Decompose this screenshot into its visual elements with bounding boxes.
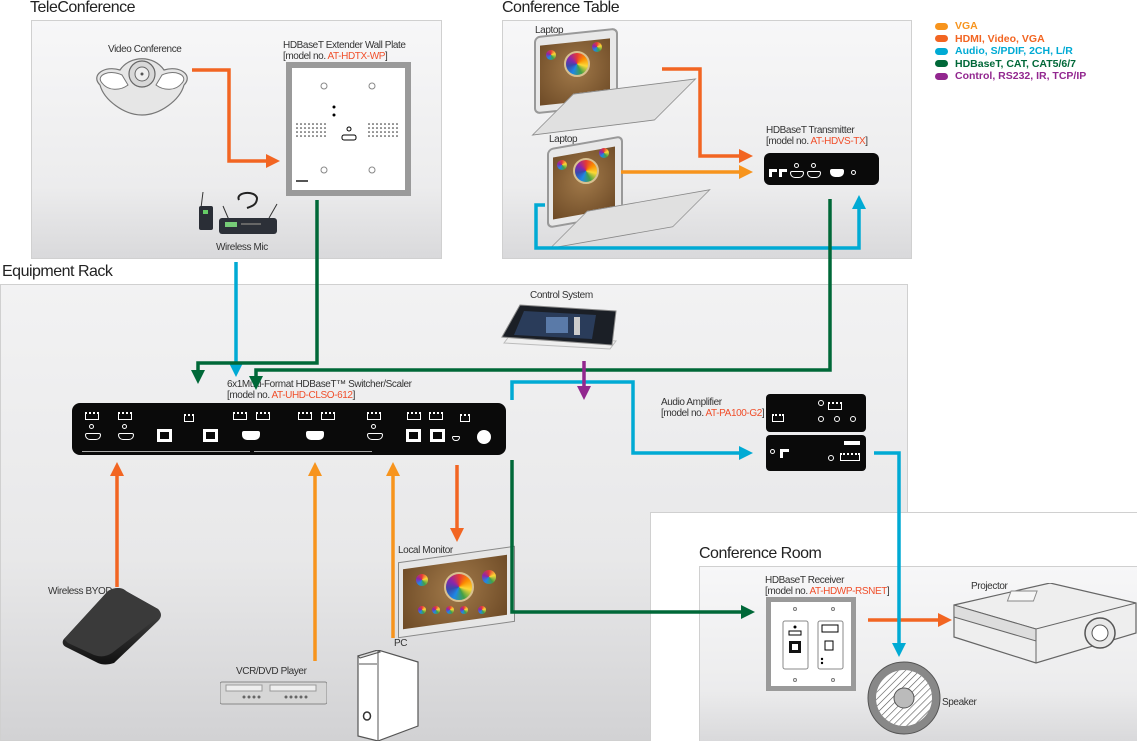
switcher-title: 6x1Multi-Format HDBaseT™ Switcher/Scaler… (227, 379, 412, 401)
control-system-icon (501, 304, 617, 350)
wireless-byod-icon (62, 588, 161, 665)
laptop1-icon (530, 27, 697, 138)
legend: VGA HDMI, Video, VGA Audio, S/PDIF, 2CH,… (935, 20, 1086, 83)
legend-swatch-icon (935, 47, 948, 55)
wire-wallplate-to-switcher (191, 200, 319, 384)
pc-label: PC (394, 638, 408, 649)
conference-room-title: Conference Room (699, 545, 822, 562)
wire-switcher-to-receiver (510, 460, 755, 619)
legend-item-audio: Audio, S/PDIF, 2CH, L/R (935, 45, 1086, 58)
receiver-icon (766, 597, 856, 691)
control-system-label: Control System (530, 290, 593, 301)
vcr-dvd-icon (220, 681, 327, 705)
laptop1-label: Laptop (535, 25, 564, 36)
amplifier-device-top (766, 394, 866, 432)
wire-videoconf-to-wallplate (192, 68, 280, 168)
speaker-icon (867, 661, 941, 735)
vcr-dvd-label: VCR/DVD Player (236, 666, 307, 677)
legend-item-hdmi: HDMI, Video, VGA (935, 33, 1086, 46)
wire-laptop2-audio-to-transmitter (534, 195, 866, 250)
wire-amplifier-to-speaker (874, 451, 906, 657)
amplifier-title: Audio Amplifier[model no. AT-PA100-G2] (661, 397, 765, 419)
legend-swatch-icon (935, 22, 948, 30)
laptop2-icon (545, 135, 711, 249)
equipment-rack-title: Equipment Rack (2, 263, 113, 280)
pc-icon (357, 650, 419, 741)
legend-swatch-icon (935, 35, 948, 43)
amplifier-device-bottom (766, 435, 866, 471)
wire-laptop1-to-transmitter (662, 67, 753, 163)
projector-label: Projector (971, 581, 1008, 592)
receiver-title: HDBaseT Receiver[model no. AT-HDWP-RSNET… (765, 575, 890, 597)
legend-item-vga: VGA (935, 20, 1086, 33)
legend-item-control: Control, RS232, IR, TCP/IP (935, 70, 1086, 83)
wireless-mic-label: Wireless Mic (216, 242, 268, 253)
legend-swatch-icon (935, 60, 948, 68)
wall-plate-title: HDBaseT Extender Wall Plate[model no. AT… (283, 40, 406, 62)
wall-plate-icon (286, 62, 411, 196)
video-conference-icon (96, 58, 188, 116)
switcher-device (72, 403, 506, 455)
wireless-byod-label: Wireless BYOD (48, 586, 113, 597)
transmitter-title: HDBaseT Transmitter[model no. AT-HDVS-TX… (766, 125, 868, 147)
legend-swatch-icon (935, 72, 948, 80)
teleconference-title: TeleConference (30, 0, 136, 16)
speaker-label: Speaker (942, 697, 977, 708)
video-conference-label: Video Conference (108, 44, 182, 55)
transmitter-device (764, 153, 879, 185)
wireless-mic-icon (199, 191, 278, 234)
projector-icon (953, 583, 1137, 664)
conference-table-title: Conference Table (502, 0, 620, 16)
wire-switcher-to-amplifier (510, 380, 753, 460)
local-monitor-label: Local Monitor (398, 545, 453, 556)
local-monitor-icon (398, 545, 515, 639)
wire-transmitter-to-switcher (249, 199, 832, 390)
legend-item-hdbaset: HDBaseT, CAT, CAT5/6/7 (935, 58, 1086, 71)
laptop2-label: Laptop (549, 134, 578, 145)
